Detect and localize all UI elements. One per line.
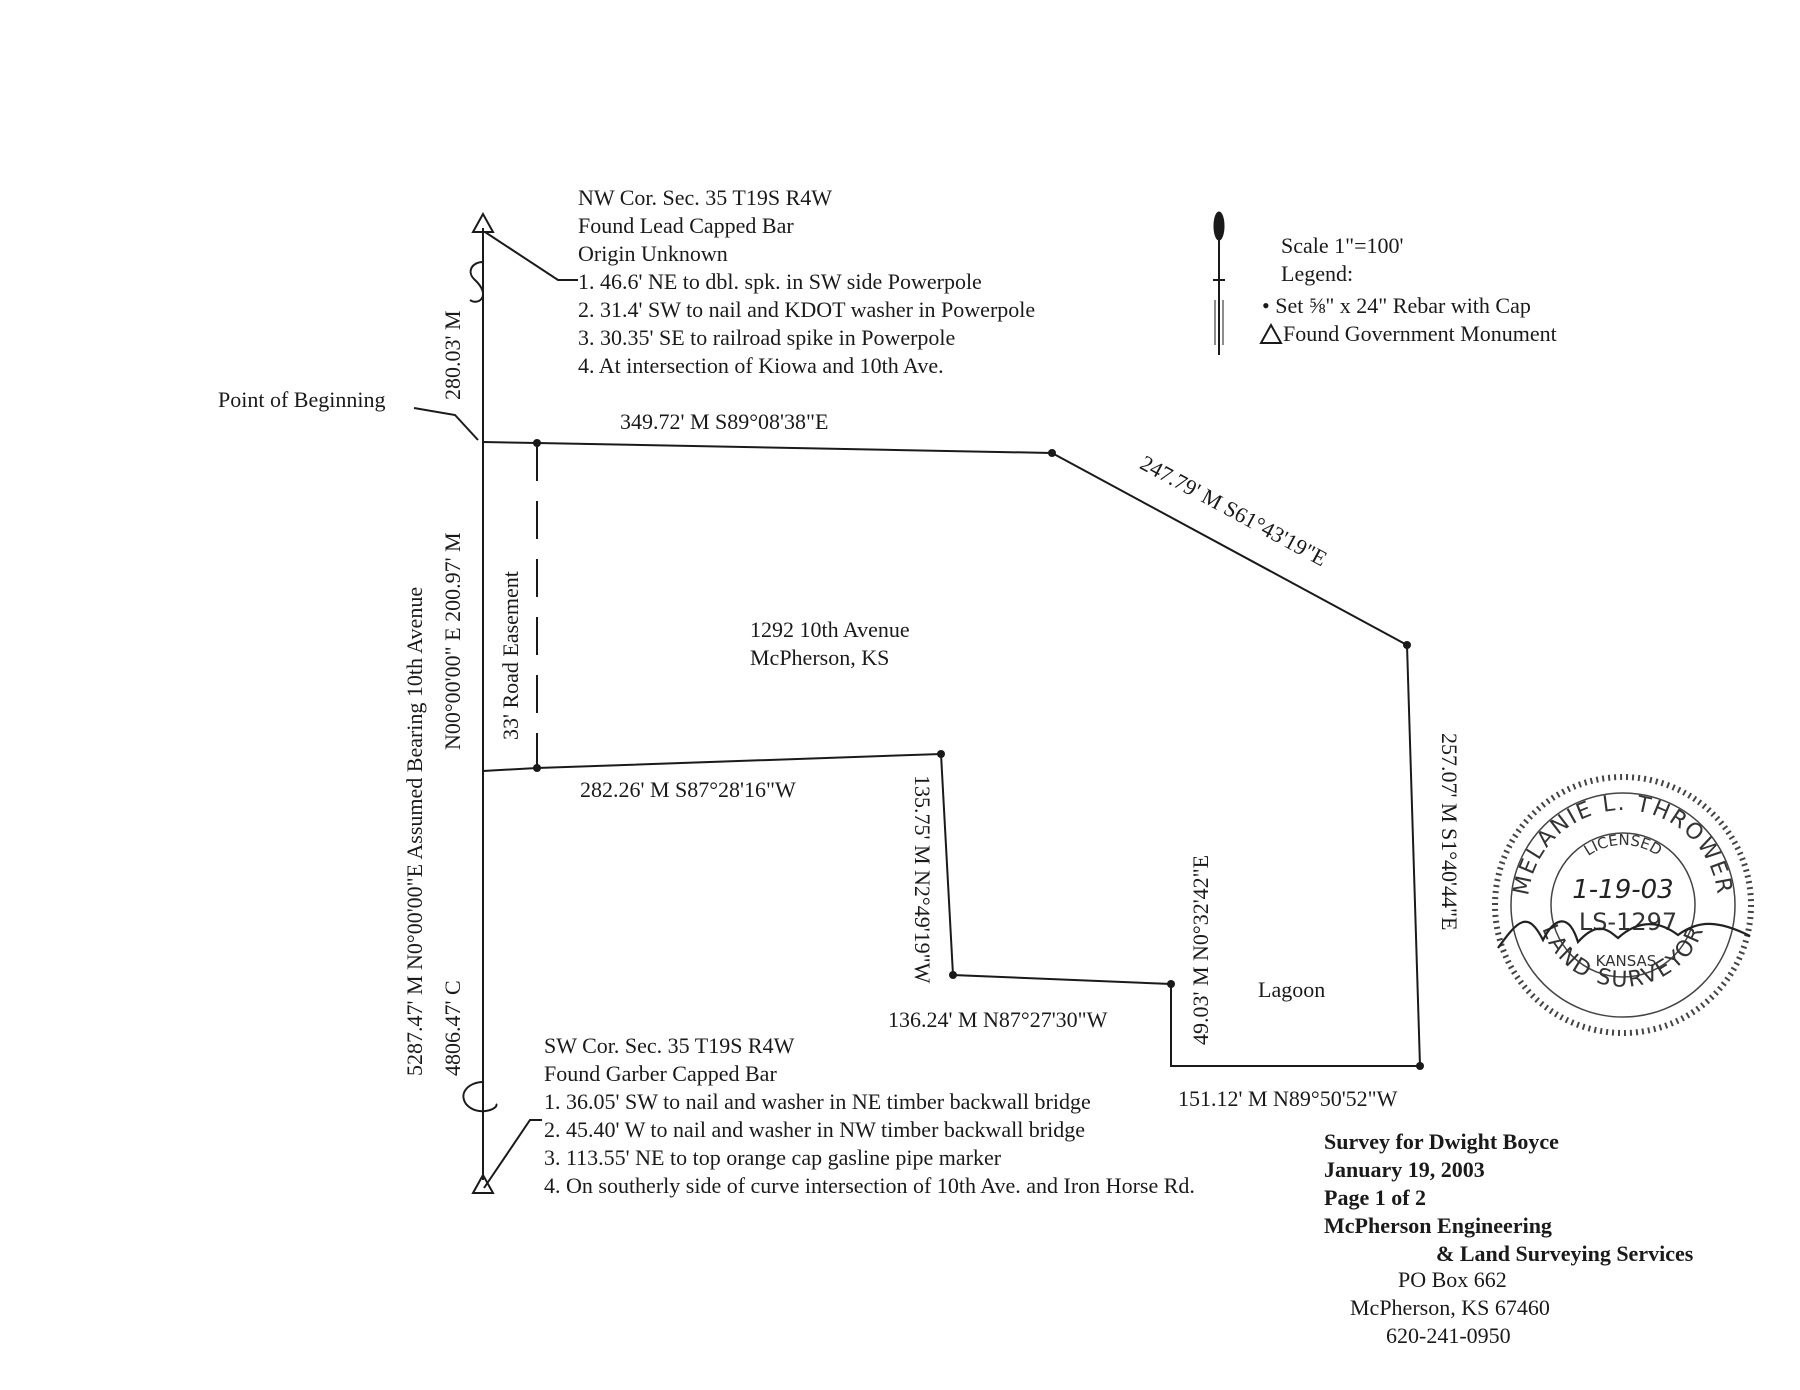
svg-text:1-19-03: 1-19-03 (1572, 875, 1673, 905)
nw-line-6: 3. 30.35' SE to railroad spike in Powerp… (578, 325, 956, 350)
sw-line-6: 4. On southerly side of curve intersecti… (544, 1173, 1195, 1198)
sw-line-5: 3. 113.55' NE to top orange cap gasline … (544, 1145, 1002, 1170)
signature (1497, 920, 1751, 949)
nw-line-3: Origin Unknown (578, 241, 728, 266)
nw-line-4: 1. 46.6' NE to dbl. spk. in SW side Powe… (578, 269, 982, 294)
scale-label: Scale 1"=100' (1281, 233, 1404, 258)
call-lagoon-west: 49.03' M N0°32'42"E (1188, 854, 1213, 1045)
nw-corner-note: NW Cor. Sec. 35 T19S R4W Found Lead Capp… (578, 184, 1035, 380)
title-po-box: PO Box 662 (1398, 1267, 1507, 1292)
legend-monument: Found Government Monument (1283, 321, 1557, 346)
svg-text:LICENSED: LICENSED (1581, 831, 1665, 860)
call-middle-up: 135.75' M N2°49'19"W (910, 775, 935, 984)
break-mark-bottom (462, 1081, 498, 1113)
parcel-boundary (482, 441, 1422, 1067)
sw-line-2: Found Garber Capped Bar (544, 1061, 777, 1086)
rebar-point (1167, 980, 1175, 988)
break-mark-top (469, 261, 484, 303)
title-company-2: & Land Surveying Services (1436, 1241, 1694, 1266)
sw-line-4: 2. 45.40' W to nail and washer in NW tim… (544, 1117, 1086, 1142)
call-west-top: 280.03' M (440, 310, 465, 400)
call-middle-south: 136.24' M N87°27'30"W (888, 1007, 1108, 1032)
address-line-2: McPherson, KS (750, 645, 890, 670)
rebar-point (533, 764, 541, 772)
rebar-point (1403, 641, 1411, 649)
nw-line-1: NW Cor. Sec. 35 T19S R4W (578, 185, 833, 210)
sw-line-1: SW Cor. Sec. 35 T19S R4W (544, 1033, 795, 1058)
section-line-computed: 4806.47' C (440, 980, 465, 1076)
easement-label: 33' Road Easement (498, 571, 523, 740)
call-north: 349.72' M S89°08'38"E (620, 409, 829, 434)
nw-line-5: 2. 31.4' SW to nail and KDOT washer in P… (578, 297, 1036, 322)
nw-line-2: Found Lead Capped Bar (578, 213, 794, 238)
rebar-point (937, 750, 945, 758)
rebar-point (1416, 1062, 1424, 1070)
title-survey-for: Survey for Dwight Boyce (1324, 1129, 1559, 1154)
call-west-return: 282.26' M S87°28'16"W (580, 777, 796, 802)
address-line-1: 1292 10th Avenue (750, 617, 910, 642)
title-city: McPherson, KS 67460 (1350, 1295, 1550, 1320)
nw-line-7: 4. At intersection of Kiowa and 10th Ave… (578, 353, 944, 378)
svg-text:KANSAS: KANSAS (1596, 952, 1657, 970)
legend-monument-icon (1259, 322, 1283, 344)
lagoon-label: Lagoon (1258, 977, 1326, 1002)
nw-leader (484, 231, 578, 281)
sw-corner-note: SW Cor. Sec. 35 T19S R4W Found Garber Ca… (544, 1032, 1195, 1200)
call-south-east: 151.12' M N89°50'52"W (1178, 1086, 1398, 1111)
surveyor-seal: MELANIE L. THROWER LAND SURVEYOR LICENSE… (1492, 774, 1754, 1036)
title-date: January 19, 2003 (1324, 1157, 1485, 1182)
sw-line-3: 1. 36.05' SW to nail and washer in NE ti… (544, 1089, 1091, 1114)
section-line-call: 5287.47' M N0°00'00"E Assumed Bearing 10… (402, 586, 427, 1076)
rebar-point (1048, 449, 1056, 457)
title-phone: 620-241-0950 (1386, 1323, 1511, 1348)
north-arrow-icon (1213, 211, 1225, 355)
nw-monument-icon (471, 211, 495, 233)
legend-title: Legend: (1281, 261, 1354, 286)
pob-leader (413, 407, 479, 441)
svg-text:LS-1297: LS-1297 (1579, 908, 1677, 936)
rebar-point (533, 439, 541, 447)
title-page: Page 1 of 2 (1324, 1185, 1427, 1210)
sw-monument-icon (471, 1172, 495, 1194)
title-company: McPherson Engineering (1324, 1213, 1552, 1238)
call-east: 257.07' M S1°40'44"E (1437, 733, 1462, 931)
legend-rebar: • Set ⅝" x 24" Rebar with Cap (1262, 293, 1531, 318)
rebar-point (949, 971, 957, 979)
sw-leader (483, 1119, 542, 1189)
point-of-beginning-label: Point of Beginning (218, 387, 386, 412)
call-west-main: N00°00'00" E 200.97' M (440, 532, 465, 750)
